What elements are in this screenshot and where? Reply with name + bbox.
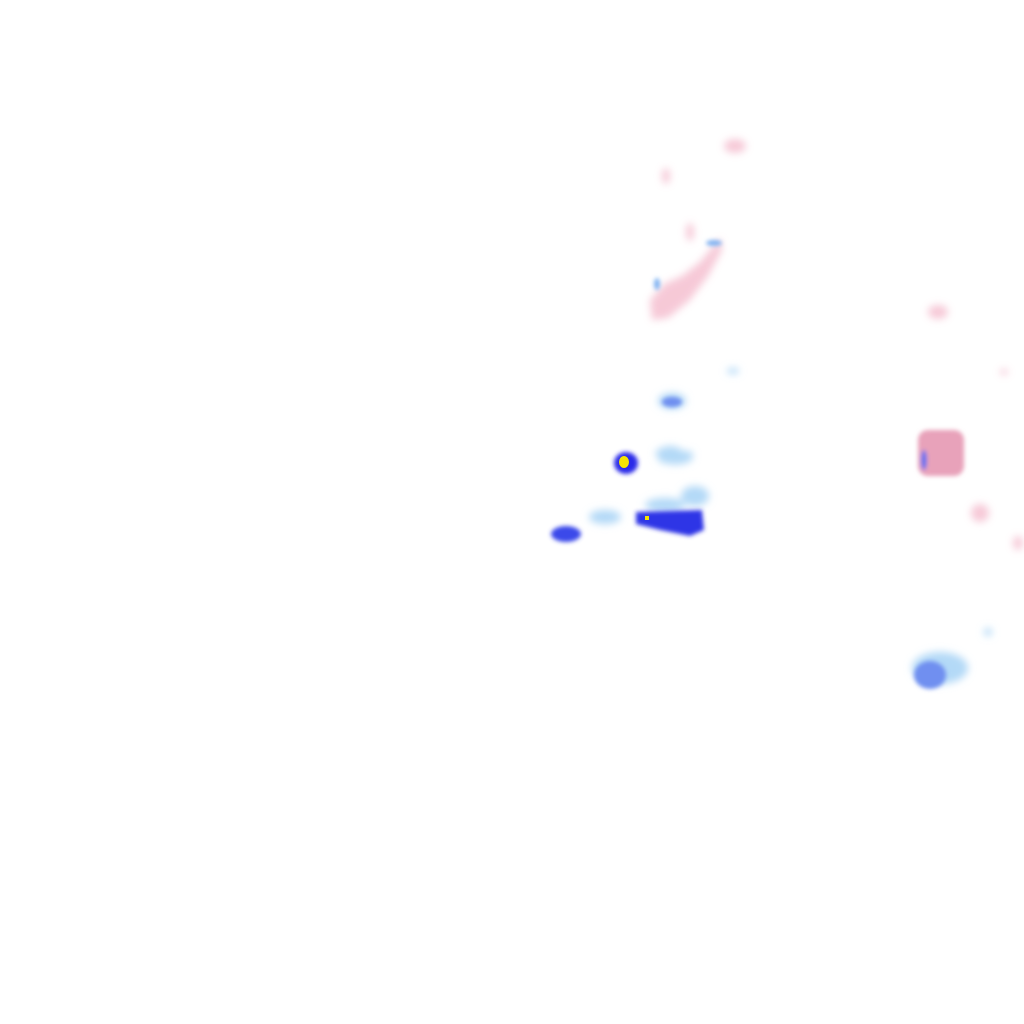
echo-cell (655, 446, 693, 465)
echo-cell (1000, 369, 1008, 375)
echo-cell (681, 486, 709, 506)
mixed-precip-cells (650, 139, 1023, 550)
echo-cell (654, 278, 660, 290)
echo-cell (724, 139, 746, 153)
echo-cell (686, 223, 694, 241)
echo-cell (918, 430, 964, 476)
echo-cell (921, 450, 927, 470)
echo-cell (928, 305, 948, 319)
echo-cell (971, 504, 989, 522)
echo-cell (650, 238, 722, 320)
echo-cell (636, 510, 704, 536)
echo-cell (1013, 536, 1023, 550)
echo-cell (914, 661, 946, 689)
rain-intense-cells (619, 456, 649, 520)
echo-cell (706, 240, 722, 246)
echo-cell (984, 628, 992, 636)
echo-cell (551, 526, 581, 542)
echo-cell (662, 397, 682, 407)
echo-cell (589, 510, 621, 524)
echo-cell (645, 516, 649, 520)
rain-moderate-cells (551, 397, 946, 689)
echo-cell (619, 456, 629, 468)
mixed-precip-core (654, 240, 964, 476)
echo-cell (662, 168, 670, 184)
echo-cell (727, 368, 739, 374)
echo-cell (645, 498, 685, 512)
